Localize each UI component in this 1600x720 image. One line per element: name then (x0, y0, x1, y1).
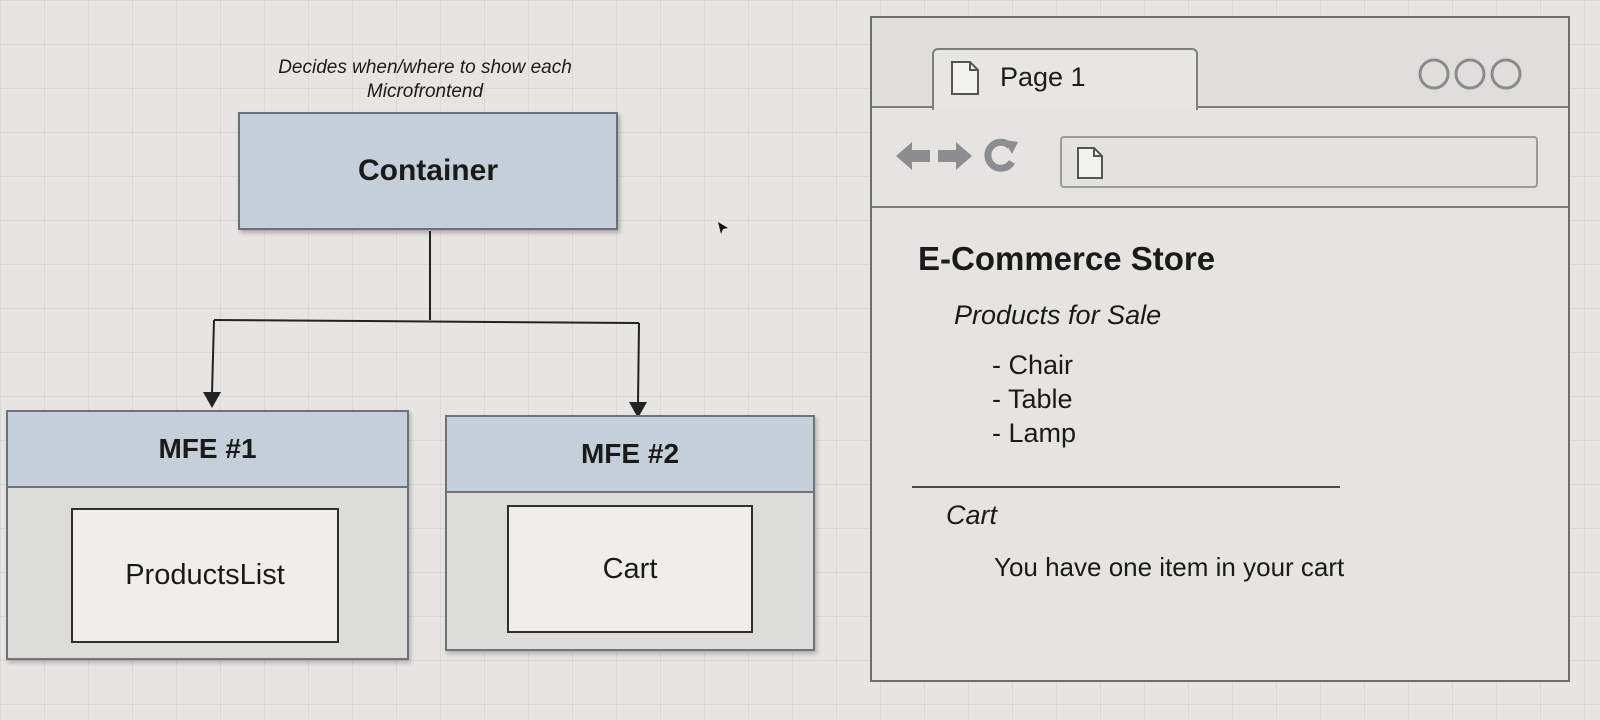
container-label: Container (357, 154, 498, 187)
tab-label: Page 1 (1000, 62, 1086, 92)
mfe-2-box: MFE #2 Cart (445, 415, 815, 651)
cart-message: You have one item in your cart (994, 552, 1345, 582)
page-icon (951, 61, 979, 95)
product-item: Table (992, 382, 1076, 416)
mfe-2-header: MFE #2 (447, 417, 813, 493)
browser-nav-bar (872, 110, 1568, 208)
window-controls-icon[interactable] (1416, 56, 1528, 92)
reload-icon[interactable] (980, 136, 1020, 176)
products-heading: Products for Sale (954, 300, 1162, 330)
browser-window: Page 1 E-Commerce Store Products for Sal… (870, 16, 1570, 682)
page-icon (1077, 147, 1103, 179)
product-item: Lamp (992, 416, 1077, 450)
arrow-right-icon[interactable] (936, 136, 974, 176)
connector-to-mfe1 (211, 319, 215, 395)
store-title: E-Commerce Store (918, 240, 1216, 277)
cart-label: Cart (602, 552, 658, 585)
mfe-1-header: MFE #1 (8, 412, 407, 488)
arrow-left-icon[interactable] (894, 136, 932, 176)
mouse-cursor-icon (718, 222, 728, 234)
browser-tab-bar: Page 1 (872, 18, 1568, 110)
product-item: Chair (992, 348, 1076, 382)
connector-to-mfe2 (637, 322, 640, 405)
browser-tab[interactable]: Page 1 (932, 48, 1198, 110)
arrowhead-mfe1 (203, 392, 221, 408)
cart-box: Cart (507, 505, 753, 633)
products-list-label: ProductsList (125, 559, 285, 591)
product-list: Chair Table Lamp (992, 348, 1076, 450)
products-list-box: ProductsList (71, 508, 339, 643)
section-divider (912, 486, 1340, 488)
container-note: Decides when/where to show each Microfro… (278, 57, 572, 102)
address-bar[interactable] (1060, 136, 1538, 188)
container-box: Container (238, 112, 618, 230)
cart-heading: Cart (946, 500, 998, 530)
mfe-1-box: MFE #1 ProductsList (6, 410, 409, 660)
connector-branch (213, 319, 640, 324)
